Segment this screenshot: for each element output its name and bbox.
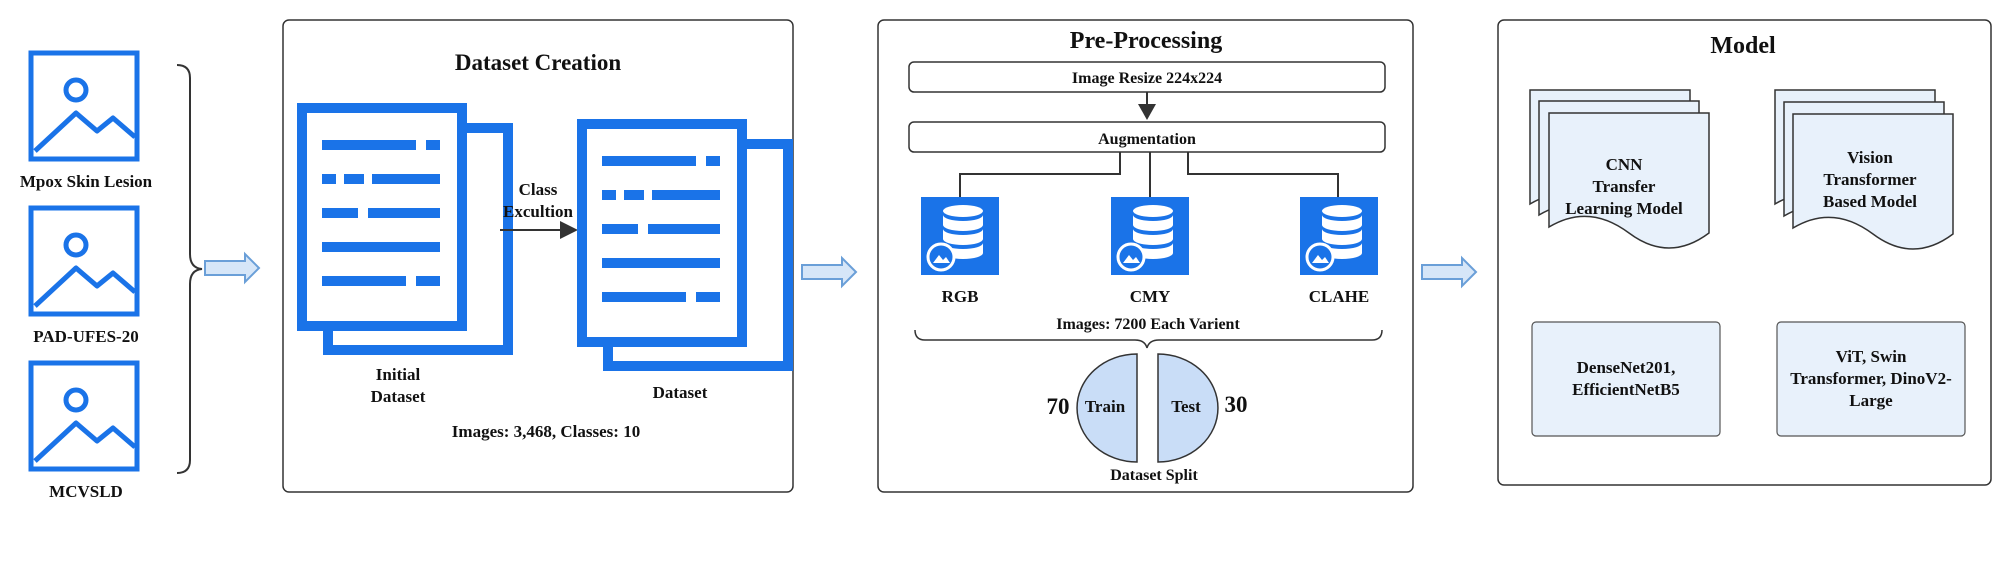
source-pad-ufes: PAD-UFES-20	[31, 208, 139, 346]
split-brace	[914, 329, 1383, 349]
cnn-models-box	[1531, 321, 1721, 437]
arrow-label-line1: Class	[519, 180, 558, 199]
vit-models-box	[1776, 321, 1966, 437]
flow-arrow-1	[204, 253, 260, 283]
train-label: Train	[1085, 397, 1126, 416]
vit-models-line2: Transformer, DinoV2-	[1790, 369, 1952, 388]
sources-brace	[176, 64, 203, 474]
vit-line2: Transformer	[1823, 170, 1917, 189]
images-label: Images: 7200 Each Varient	[1056, 316, 1240, 333]
variant-rgb: RGB	[919, 195, 1001, 306]
cnn-line1: CNN	[1606, 155, 1644, 174]
augmentation-label: Augmentation	[1098, 131, 1196, 148]
cnn-models-line2: EfficientNetB5	[1572, 380, 1680, 399]
resize-arrow	[1138, 104, 1156, 120]
vit-line3: Based Model	[1823, 192, 1917, 211]
variant-label: CLAHE	[1309, 287, 1369, 306]
database-image-icon	[919, 195, 1001, 277]
variant-label: CMY	[1130, 287, 1171, 306]
cnn-line3: Learning Model	[1565, 199, 1683, 218]
vit-models-line3: Large	[1849, 391, 1893, 410]
image-icon	[31, 363, 137, 469]
source-mpox: Mpox Skin Lesion	[20, 53, 153, 191]
source-label: Mpox Skin Lesion	[20, 172, 153, 191]
initial-dataset-label-line1: Initial	[376, 365, 421, 384]
initial-dataset-label-line2: Dataset	[371, 387, 426, 406]
augmentation-connectors	[959, 152, 1339, 198]
split-caption: Dataset Split	[1110, 467, 1198, 484]
variant-cmy: CMY	[1109, 195, 1191, 306]
arrow-label-line2: Excultion	[503, 202, 573, 221]
cnn-line2: Transfer	[1593, 177, 1656, 196]
test-slice	[1157, 353, 1219, 463]
preprocessing-title: Pre-Processing	[1070, 28, 1222, 54]
flow-arrow-2	[801, 257, 857, 287]
vit-model-doc: Vision Transformer Based Model	[1774, 89, 1954, 250]
dataset-split: Train Test 70 30 Dataset Split	[1047, 353, 1248, 484]
variant-clahe: CLAHE	[1298, 195, 1380, 306]
image-icon	[31, 208, 137, 314]
test-label: Test	[1171, 397, 1201, 416]
train-value: 70	[1047, 394, 1070, 419]
initial-dataset-doc: Initial Dataset	[302, 108, 508, 406]
augmentation-box	[908, 121, 1386, 153]
class-exclusion-arrow: Class Excultion	[500, 180, 578, 239]
source-label: MCVSLD	[49, 482, 123, 501]
dataset-label: Dataset	[653, 383, 708, 402]
database-image-icon	[1298, 195, 1380, 277]
cnn-models-line1: DenseNet201,	[1577, 358, 1676, 377]
vit-models-line1: ViT, Swin	[1836, 347, 1907, 366]
vit-line1: Vision	[1847, 148, 1893, 167]
test-value: 30	[1225, 392, 1248, 417]
model-title: Model	[1710, 33, 1776, 59]
cnn-model-doc: CNN Transfer Learning Model	[1529, 89, 1710, 249]
dataset-doc: Dataset	[582, 124, 788, 402]
source-mcvsld: MCVSLD	[31, 363, 137, 501]
image-icon	[31, 53, 137, 159]
resize-label: Image Resize 224x224	[1072, 70, 1222, 87]
database-image-icon	[1109, 195, 1191, 277]
dataset-creation-title: Dataset Creation	[455, 50, 621, 75]
train-slice	[1076, 353, 1138, 463]
variant-label: RGB	[942, 287, 979, 306]
flow-arrow-3	[1421, 257, 1477, 287]
source-label: PAD-UFES-20	[33, 327, 138, 346]
dataset-stats: Images: 3,468, Classes: 10	[452, 422, 640, 441]
